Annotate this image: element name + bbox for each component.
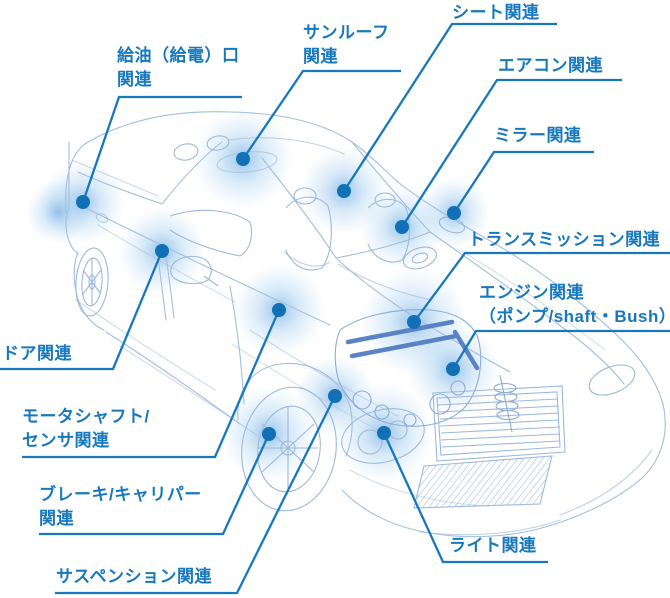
leader-brake bbox=[39, 433, 271, 536]
rear-wheel bbox=[75, 247, 109, 317]
marker-dot-suspension bbox=[328, 389, 342, 403]
marker-dot-seat bbox=[337, 184, 351, 198]
leader-mirror bbox=[453, 150, 594, 214]
label-suspension: サスペンション関連 bbox=[56, 567, 212, 586]
leader-suspension bbox=[55, 395, 337, 595]
leader-transmission bbox=[413, 251, 670, 323]
leader-light bbox=[382, 432, 548, 564]
marker-dot-engine bbox=[446, 362, 460, 376]
label-seat: シート関連 bbox=[452, 3, 540, 22]
label-transmission: トランスミッション関連 bbox=[468, 230, 661, 249]
label-aircon: エアコン関連 bbox=[498, 56, 603, 75]
marker-dot-fuel-port bbox=[76, 195, 90, 209]
leader-sunroof bbox=[242, 69, 401, 160]
leader-motor-shaft bbox=[22, 309, 281, 459]
marker-dot-motor-shaft bbox=[272, 303, 286, 317]
front-grille bbox=[413, 385, 566, 509]
label-sunroof: サンルーフ 関連 bbox=[303, 23, 390, 66]
label-door: ドア関連 bbox=[2, 344, 72, 363]
leader-door bbox=[0, 250, 164, 371]
label-light: ライト関連 bbox=[449, 536, 537, 555]
leader-seat bbox=[343, 22, 557, 192]
marker-dot-light bbox=[377, 426, 391, 440]
label-motor-shaft: モータシャフト/ センサ関連 bbox=[22, 407, 150, 450]
marker-dot-mirror bbox=[447, 206, 461, 220]
leader-engine bbox=[452, 329, 670, 370]
leader-aircon bbox=[401, 78, 622, 228]
label-engine: エンジン関連 （ポンプ/shaft・Bush） bbox=[479, 283, 670, 326]
marker-dot-brake bbox=[262, 427, 276, 441]
label-mirror: ミラー関連 bbox=[494, 126, 582, 145]
marker-dots bbox=[76, 152, 461, 441]
marker-dot-door bbox=[155, 244, 169, 258]
leader-fuel-port bbox=[81, 95, 242, 203]
label-fuel-port: 給油（給電）口 関連 bbox=[117, 46, 240, 89]
engine-details bbox=[334, 309, 520, 433]
marker-dot-transmission bbox=[407, 315, 421, 329]
leader-lines bbox=[0, 22, 670, 595]
marker-dot-aircon bbox=[395, 220, 409, 234]
label-brake: ブレーキ/キャリパー 関連 bbox=[39, 485, 202, 528]
interior-details bbox=[169, 135, 438, 271]
marker-dot-sunroof bbox=[236, 152, 250, 166]
car-body-lines bbox=[65, 111, 666, 538]
